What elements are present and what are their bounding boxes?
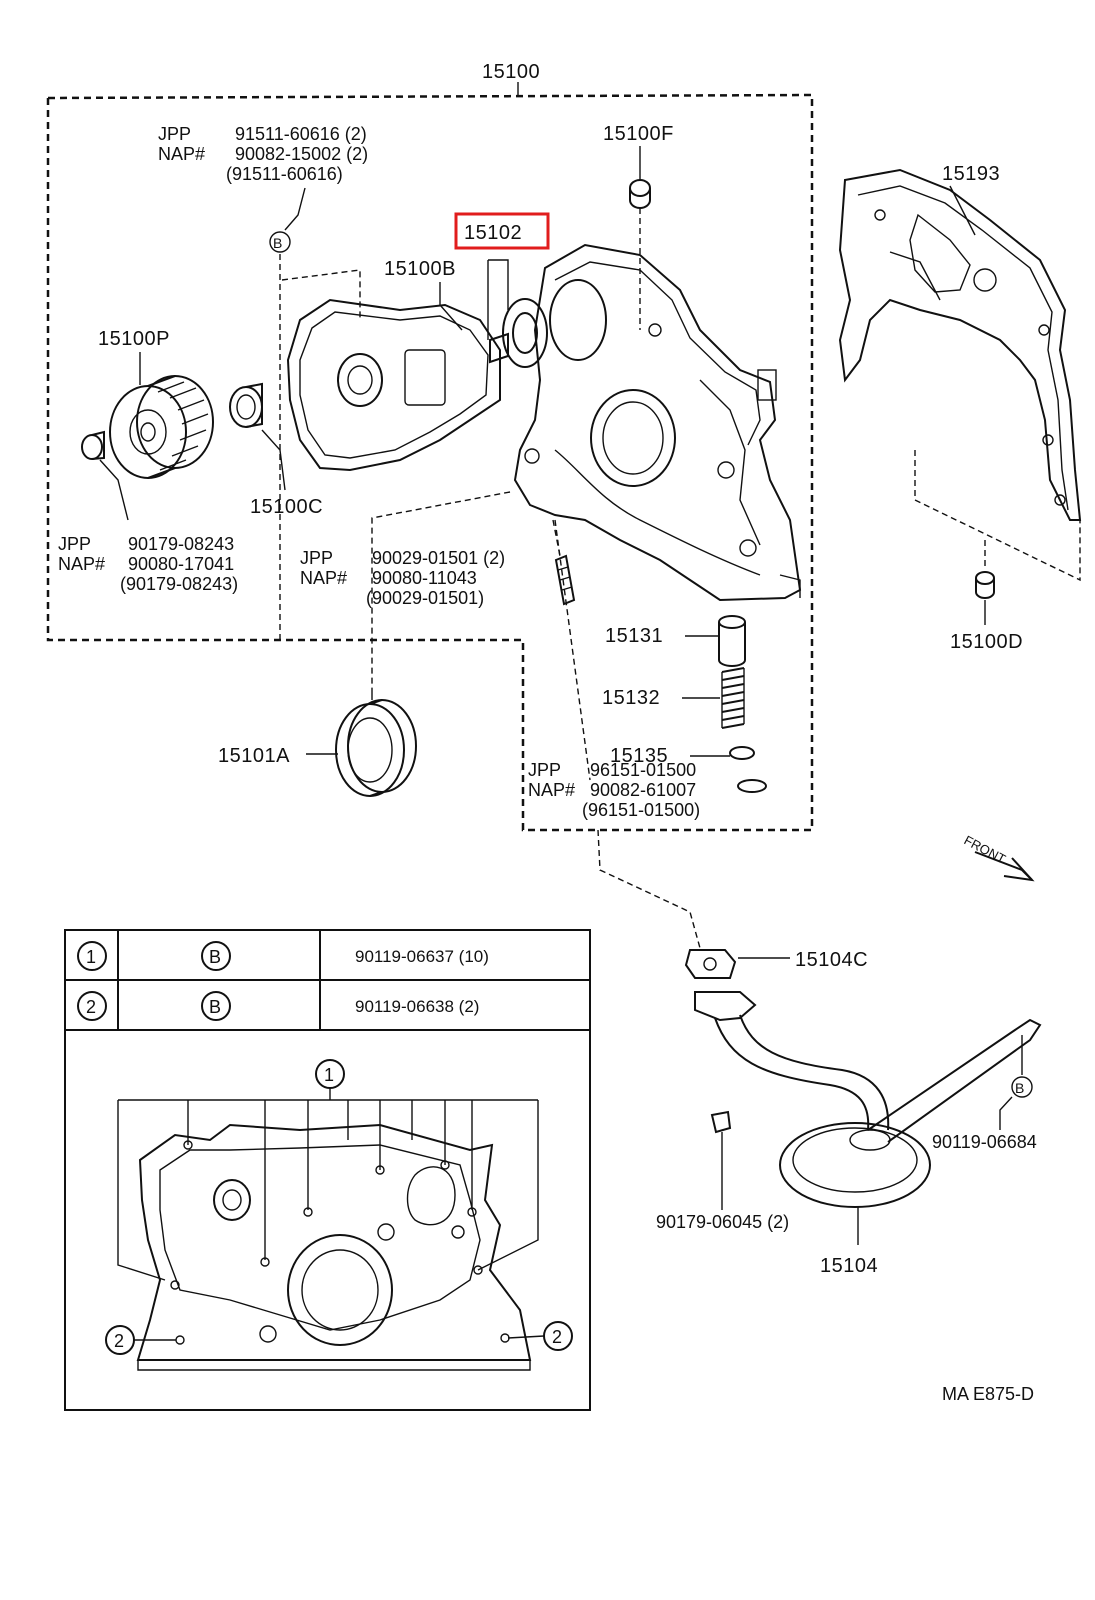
label-90179-06045[interactable]: 90179-06045 (2) bbox=[656, 1212, 789, 1232]
bolt-b-nap-value[interactable]: 90082-15002 (2) bbox=[235, 144, 368, 164]
label-15100F[interactable]: 15100F bbox=[603, 123, 674, 145]
part-15102-rotor bbox=[489, 298, 548, 368]
pin-nap-label: NAP# bbox=[300, 568, 347, 588]
figure-code: MA E875-D bbox=[942, 1384, 1034, 1404]
bolt-b-jpp-value[interactable]: 91511-60616 (2) bbox=[235, 124, 367, 144]
part-15104-strainer bbox=[694, 991, 1042, 1208]
bolt-b-jpp-label: JPP bbox=[158, 124, 191, 144]
detail-callout-left: 2 bbox=[114, 1331, 124, 1351]
label-90119-06684[interactable]: 90119-06684 bbox=[932, 1132, 1037, 1152]
b-marker-icon-strainer: B bbox=[1011, 1076, 1033, 1098]
plug-jpp-value[interactable]: 96151-01500 bbox=[590, 760, 696, 780]
label-15132[interactable]: 15132 bbox=[602, 687, 660, 709]
row-1-num: 1 bbox=[86, 947, 96, 967]
row-2-part[interactable]: 90119-06638 (2) bbox=[355, 997, 479, 1016]
detail-callout-right: 2 bbox=[552, 1327, 562, 1347]
bolt-nut-nap-value[interactable]: 90080-17041 bbox=[128, 554, 234, 574]
assembly-boundary bbox=[46, 93, 814, 832]
pin-jpp-value[interactable]: 90029-01501 (2) bbox=[372, 548, 505, 568]
part-15101A-oil-seal bbox=[335, 699, 417, 797]
label-15100C[interactable]: 15100C bbox=[250, 496, 323, 518]
front-label: FRONT bbox=[962, 832, 1009, 866]
part-15132-spring bbox=[721, 667, 745, 729]
label-15193[interactable]: 15193 bbox=[942, 163, 1000, 185]
label-15104[interactable]: 15104 bbox=[820, 1255, 878, 1277]
part-15100P-pulley bbox=[109, 375, 214, 479]
bolt-nut-alt[interactable]: (90179-08243) bbox=[120, 574, 238, 594]
bolt-nut-jpp-value[interactable]: 90179-08243 bbox=[128, 534, 234, 554]
label-15100B[interactable]: 15100B bbox=[384, 258, 456, 280]
label-15101A[interactable]: 15101A bbox=[218, 745, 290, 767]
label-15104C[interactable]: 15104C bbox=[795, 949, 868, 971]
plug-nap-label: NAP# bbox=[528, 780, 575, 800]
part-15100D-dowel bbox=[975, 571, 995, 599]
label-15102[interactable]: 15102 bbox=[464, 222, 522, 244]
label-15131[interactable]: 15131 bbox=[605, 625, 663, 647]
part-15100F-bushing bbox=[629, 179, 651, 209]
part-spring-pin bbox=[554, 554, 576, 606]
label-15100[interactable]: 15100 bbox=[482, 61, 540, 83]
part-oil-pump-body bbox=[513, 243, 802, 602]
table-row-2: 2 B 90119-06638 (2) bbox=[77, 991, 479, 1021]
highlight-box-15102 bbox=[454, 212, 550, 250]
label-15100P[interactable]: 15100P bbox=[98, 328, 170, 350]
part-nut-small bbox=[81, 430, 105, 460]
pin-alt[interactable]: (90029-01501) bbox=[366, 588, 484, 608]
plug-nap-value[interactable]: 90082-61007 bbox=[590, 780, 696, 800]
label-15100D[interactable]: 15100D bbox=[950, 631, 1023, 653]
plug-jpp-label: JPP bbox=[528, 760, 561, 780]
part-15131-valve bbox=[718, 615, 746, 667]
row-1-part[interactable]: 90119-06637 (10) bbox=[355, 947, 489, 966]
pin-nap-value[interactable]: 90080-11043 bbox=[372, 568, 477, 588]
label-15135[interactable]: 15135 bbox=[610, 745, 668, 767]
bolt-b-nap-label: NAP# bbox=[158, 144, 205, 164]
part-15135-retainer bbox=[729, 746, 767, 793]
part-15104C-gasket bbox=[684, 949, 737, 979]
bolt-nut-nap-label: NAP# bbox=[58, 554, 105, 574]
svg-text:B: B bbox=[1015, 1080, 1024, 1096]
part-15100C-seal bbox=[229, 382, 263, 428]
detail-pump-outline: 1 bbox=[117, 1059, 539, 1371]
row-2-num: 2 bbox=[86, 997, 96, 1017]
svg-text:B: B bbox=[273, 235, 282, 251]
row-2-symbol: B bbox=[209, 997, 221, 1017]
pin-jpp-label: JPP bbox=[300, 548, 333, 568]
row-1-symbol: B bbox=[209, 947, 221, 967]
detail-callout-top: 1 bbox=[324, 1065, 334, 1085]
bolt-table bbox=[64, 929, 591, 1411]
b-marker-icon: B bbox=[269, 231, 291, 253]
front-arrow-icon bbox=[974, 851, 1035, 882]
bolt-nut-jpp-label: JPP bbox=[58, 534, 91, 554]
part-15193-gasket bbox=[838, 168, 1082, 521]
plug-alt[interactable]: (96151-01500) bbox=[582, 800, 700, 820]
table-row-1: 1 B 90119-06637 (10) bbox=[77, 941, 489, 971]
bolt-b-alt[interactable]: (91511-60616) bbox=[226, 164, 343, 184]
part-clip-90179 bbox=[710, 1110, 732, 1134]
part-15100B-cover bbox=[286, 298, 501, 472]
detail-callout-left-group: 2 bbox=[105, 1325, 176, 1355]
detail-callout-right-group: 2 bbox=[507, 1321, 573, 1351]
